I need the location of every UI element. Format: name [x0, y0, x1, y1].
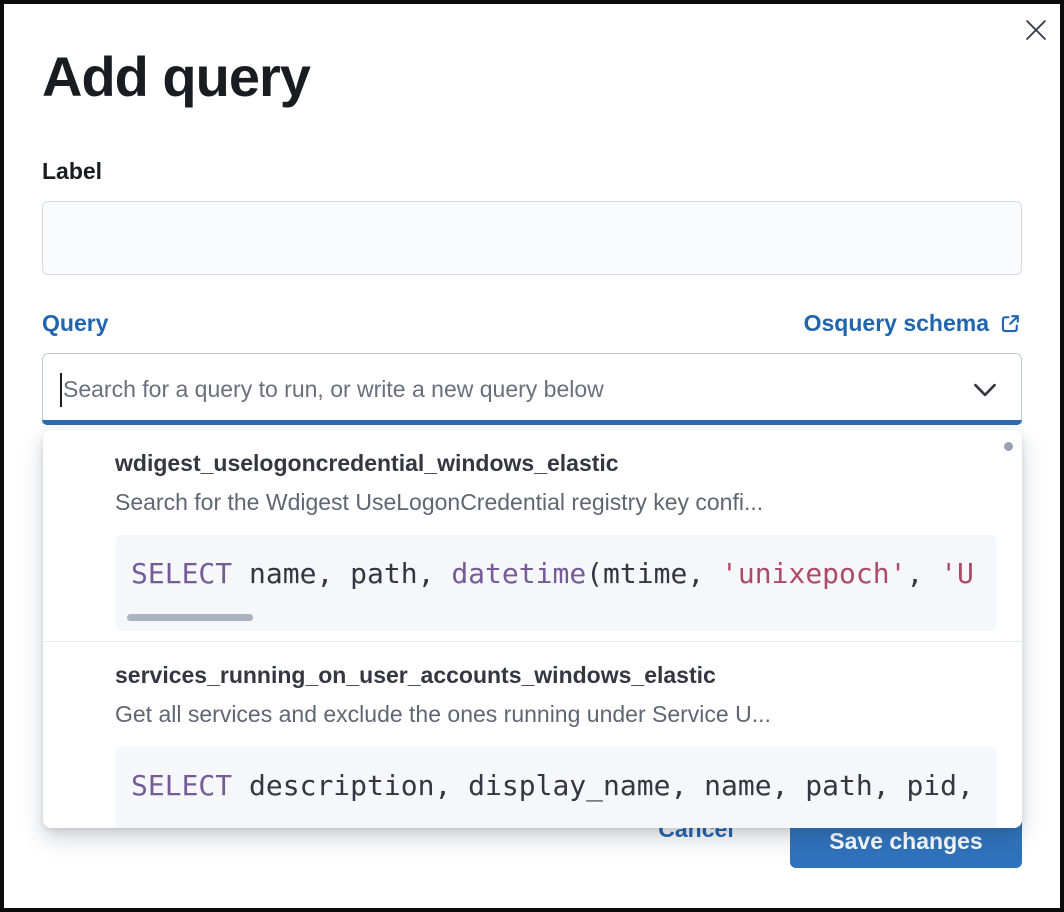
sql-keyword: SELECT [131, 769, 233, 802]
query-option[interactable]: wdigest_uselogoncredential_windows_elast… [43, 430, 1022, 631]
horizontal-scrollbar-thumb[interactable] [127, 614, 253, 621]
focus-underline [42, 420, 1022, 425]
query-option-description: Search for the Wdigest UseLogonCredentia… [115, 489, 764, 515]
option-divider [43, 641, 1022, 642]
sql-string: 'U [940, 557, 974, 590]
sql-keyword: SELECT [131, 557, 233, 590]
osquery-schema-link-label: Osquery schema [803, 310, 989, 336]
sql-string: 'unixepoch' [721, 557, 907, 590]
close-icon [1026, 20, 1046, 40]
query-suggestions-dropdown: wdigest_uselogoncredential_windows_elast… [43, 430, 1022, 828]
query-field-label: Query [42, 310, 109, 336]
sql-preview: SELECT name, path, datetime(mtime, 'unix… [115, 535, 997, 631]
label-input[interactable] [42, 201, 1022, 275]
vertical-scrollbar-thumb[interactable] [1004, 442, 1013, 451]
chevron-down-icon[interactable] [971, 376, 999, 404]
external-link-icon [1001, 314, 1019, 332]
label-field-label: Label [42, 158, 103, 184]
query-search-input[interactable] [63, 354, 943, 424]
close-button[interactable] [1014, 8, 1058, 52]
query-combobox[interactable] [42, 353, 1022, 425]
query-option[interactable]: services_running_on_user_accounts_window… [43, 642, 1022, 828]
sql-preview: SELECT description, display_name, name, … [115, 747, 997, 828]
query-option-title: services_running_on_user_accounts_window… [115, 662, 716, 688]
query-option-description: Get all services and exclude the ones ru… [115, 701, 771, 727]
query-option-title: wdigest_uselogoncredential_windows_elast… [115, 450, 619, 476]
osquery-schema-link[interactable]: Osquery schema [804, 310, 1022, 337]
modal-title: Add query [42, 45, 311, 108]
sql-keyword: datetime [451, 557, 587, 590]
query-field-header: Query Osquery schema [42, 310, 1022, 337]
text-cursor [60, 373, 62, 407]
